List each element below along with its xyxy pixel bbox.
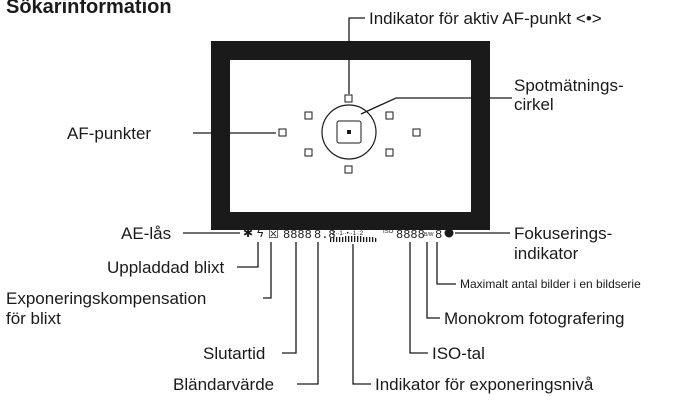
af-point <box>385 111 394 120</box>
af-point <box>304 148 313 157</box>
label-flash-comp-line2: för blixt <box>6 309 61 328</box>
spot-metering-circle <box>321 104 377 160</box>
flash-comp-symbol: ☒ <box>268 227 279 241</box>
label-flash-comp-line1: Exponeringskompensation <box>6 289 206 308</box>
label-aperture: Bländarvärde <box>173 375 274 394</box>
af-point-center-dot <box>347 130 351 134</box>
label-max-burst: Maximalt antal bilder i en bildserie <box>460 277 641 291</box>
iso-digits: 8888 <box>396 228 425 242</box>
burst-digit: 8 <box>435 228 442 242</box>
shutter-digits: 8888 <box>283 228 312 242</box>
af-point-center <box>336 120 362 144</box>
label-iso: ISO-tal <box>432 344 485 363</box>
monochrome-badge: B/W <box>424 232 434 238</box>
label-monochrome: Monokrom fotografering <box>444 309 624 328</box>
label-shutter: Slutartid <box>203 344 265 363</box>
label-spot-circle-line1: Spotmätnings- <box>514 76 624 95</box>
label-ae-lock: AE-lås <box>121 224 171 243</box>
af-point <box>344 94 353 103</box>
label-af-indicator: Indikator för aktiv AF-punkt <•> <box>369 9 602 28</box>
label-spot-circle-line2: cirkel <box>514 95 554 114</box>
af-point <box>385 148 394 157</box>
exposure-level-bars <box>330 236 377 242</box>
label-exposure-level: Indikator för exponeringsnivå <box>375 375 594 394</box>
exposure-scale-text: 2··1··•··1·:2 <box>332 231 364 237</box>
af-point <box>278 128 287 137</box>
info-strip: ✱ ϟ ☒ 8888 8.8 2··1··•··1·:2 ISO 8888 B/… <box>243 226 454 242</box>
viewfinder-frame <box>211 41 490 230</box>
af-points <box>278 94 421 174</box>
label-af-points: AF-punkter <box>67 124 151 143</box>
leader-lines <box>183 17 512 385</box>
af-point <box>412 128 421 137</box>
label-focus-line1: Fokuserings- <box>514 224 612 243</box>
flash-ready-symbol: ϟ <box>257 226 264 240</box>
label-flash-ready: Uppladdad blixt <box>107 258 224 277</box>
iso-indicator: ISO <box>383 229 394 235</box>
focus-indicator-dot <box>444 228 454 238</box>
af-point <box>344 165 353 174</box>
page-title: Sökarinformation <box>6 0 172 18</box>
ae-lock-symbol: ✱ <box>243 226 253 240</box>
label-focus-line2: indikator <box>514 244 579 263</box>
af-point <box>304 111 313 120</box>
